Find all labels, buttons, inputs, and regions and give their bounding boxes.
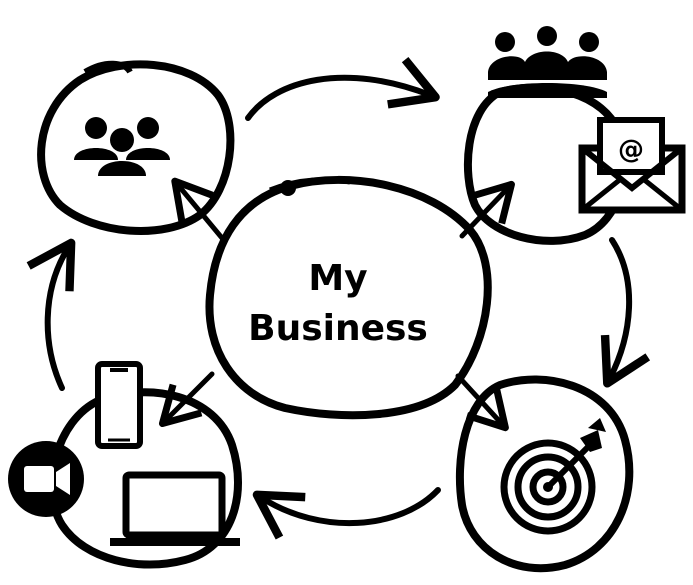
people-group-icon [74, 117, 170, 176]
center-title-line1: My [308, 258, 367, 299]
smartphone-icon [95, 361, 143, 449]
cycle-arrows [26, 56, 651, 540]
arrow-bottom [252, 487, 441, 540]
arrow-right [600, 237, 651, 388]
spoke-top-right [459, 180, 515, 239]
spoke-top-left [171, 177, 225, 241]
arrow-top [245, 56, 440, 121]
center-title-line2: Business [248, 308, 428, 349]
node-bottom-right [455, 375, 634, 573]
node-bottom-left [8, 361, 242, 569]
meeting-group-icon [488, 26, 607, 98]
node-top-right: @ [463, 26, 686, 245]
center-node: My Business [205, 175, 492, 420]
email-envelope-icon: @ [578, 117, 686, 214]
laptop-icon [110, 471, 240, 546]
spoke-arrows [158, 177, 515, 432]
video-camera-icon [8, 441, 84, 517]
spoke-bottom-left [158, 371, 215, 428]
svg-text:@: @ [618, 135, 644, 165]
target-bullseye-icon [500, 418, 606, 535]
node-top-left [37, 60, 235, 235]
spoke-bottom-right [455, 373, 509, 432]
arrow-left [26, 238, 76, 391]
